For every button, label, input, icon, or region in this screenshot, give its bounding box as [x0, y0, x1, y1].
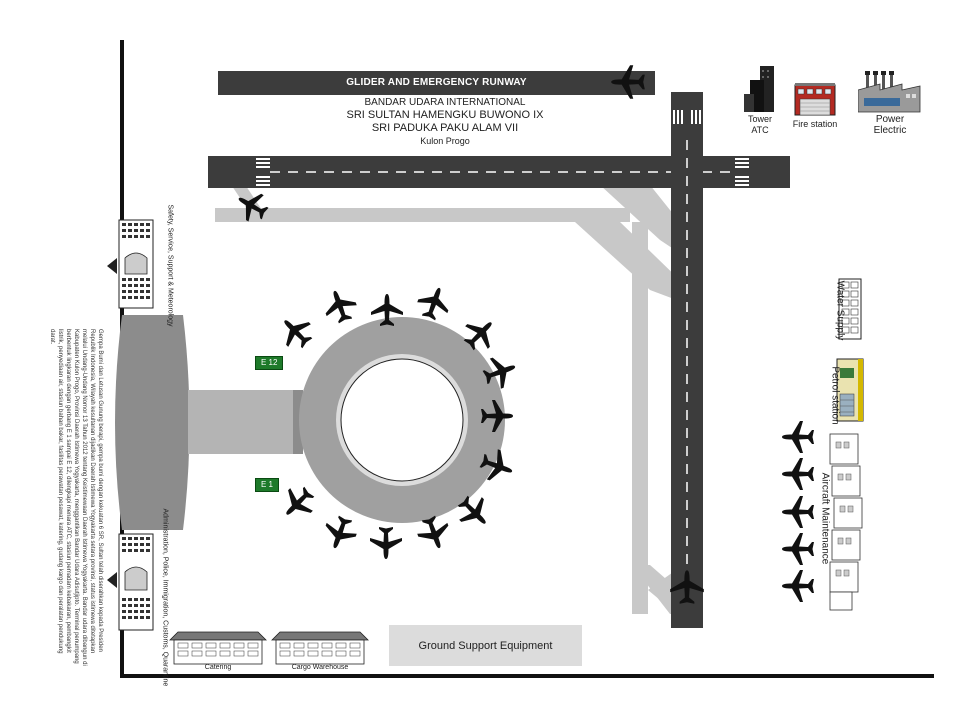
tower-icon [744, 66, 774, 112]
petrol-station-label: Petrol station [829, 366, 841, 425]
tower-label: Tower ATC [736, 114, 784, 136]
threshold-marks-top [673, 110, 701, 124]
water-supply-building [838, 278, 862, 340]
glider-runway [218, 71, 655, 95]
glider-runway-label: GLIDER AND EMERGENCY RUNWAY [346, 77, 527, 88]
fire-station-icon [794, 83, 836, 116]
concourse-core [340, 358, 464, 482]
power-plant-icon [858, 71, 921, 113]
aircraft-maintenance-label: Aircraft Maintenance [819, 472, 831, 565]
threshold-marks-right [735, 158, 749, 186]
safety-service-label: Safety, Service, Support & Meteorology [166, 204, 174, 327]
catering-label: Catering [204, 664, 232, 671]
terminal-main-building [115, 315, 190, 530]
threshold-marks-left [256, 158, 270, 186]
administration-building [107, 533, 154, 631]
fire-station-label: Fire station [792, 119, 838, 129]
catering-building [169, 631, 267, 665]
power-label-line1: Power [875, 114, 905, 125]
gate-sign-e1: E 1 [255, 478, 280, 492]
petrol-station-building [836, 358, 864, 422]
ground-support-equipment: Ground Support Equipment [389, 625, 582, 666]
airport-name-line2: SRI SULTAN HAMENGKU BUWONO IX [346, 109, 544, 121]
safety-service-building [107, 219, 154, 309]
airport-name-line1: BANDAR UDARA INTERNATIONAL [364, 97, 526, 108]
cargo-warehouse-label: Cargo Warehouse [291, 664, 349, 671]
terminal-connector [188, 390, 303, 454]
power-label-line2: Electric [873, 125, 907, 136]
cargo-warehouse-building [271, 631, 369, 665]
tower-label-line2: ATC [751, 125, 769, 135]
airport-name-line3: SRI PADUKA PAKU ALAM VII [371, 122, 519, 134]
water-supply-label: Water Supply [834, 280, 846, 341]
airport-name: BANDAR UDARA INTERNATIONAL SRI SULTAN HA… [320, 97, 570, 147]
power-electric-label: Power Electric [860, 114, 920, 136]
aircraft-maintenance-hangars [829, 433, 863, 611]
airport-boundary-bottom [120, 674, 934, 678]
tower-label-line1: Tower [747, 114, 772, 124]
airport-name-line4: Kulon Progo [420, 136, 470, 146]
side-note: Gempa Bumi dan Letusan Gunung berapi, ge… [49, 329, 103, 666]
gate-sign-e12: E 12 [255, 356, 284, 370]
taxiway-network [215, 185, 690, 614]
